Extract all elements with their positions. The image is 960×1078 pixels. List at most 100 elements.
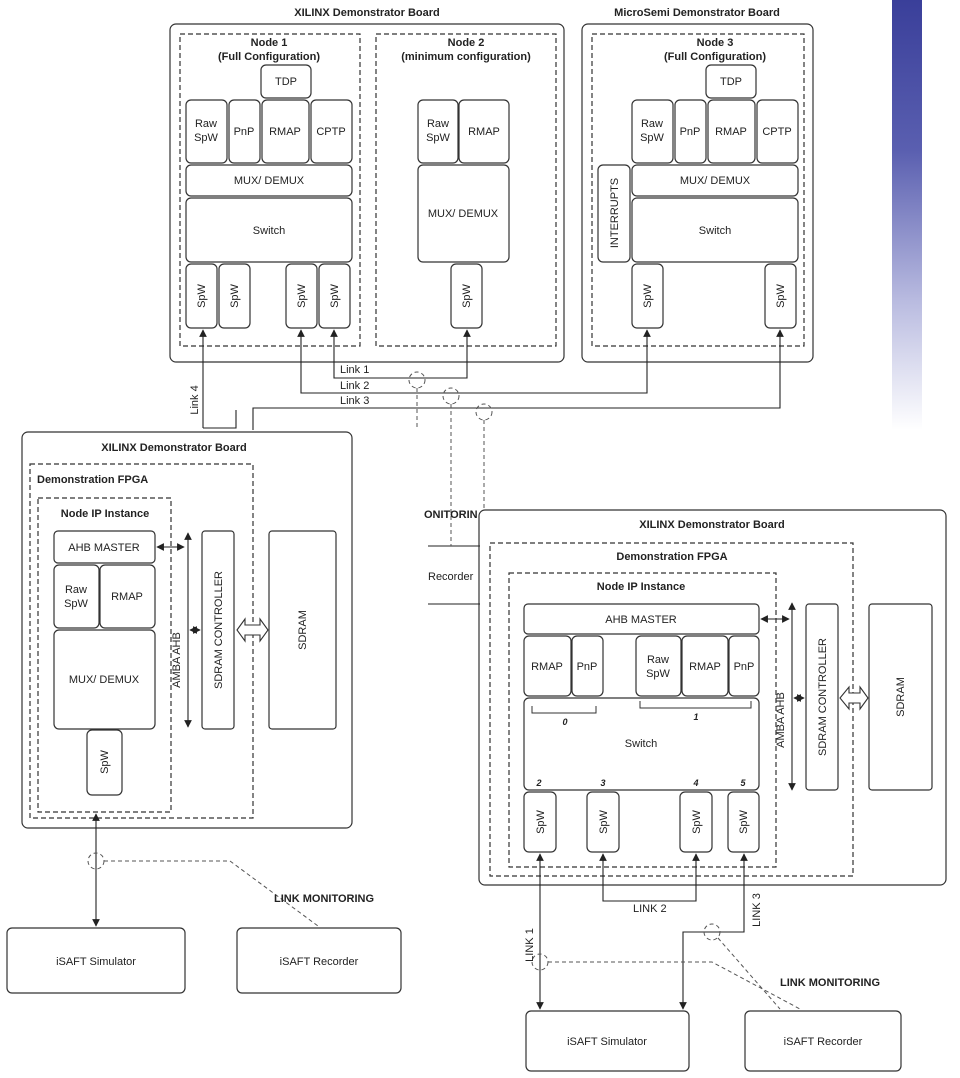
right-pnp1-label: PnP <box>734 661 755 673</box>
left-link-monitoring: LINK MONITORING <box>274 893 374 905</box>
right-spw-label: SpW <box>646 668 670 680</box>
right-link1-label: LINK 1 <box>524 928 536 962</box>
node1-switch-box <box>185 197 353 263</box>
recorder-fragment: Recorder <box>428 571 474 583</box>
node1-port-2-label: SpW <box>229 283 241 307</box>
left-xilinx-board <box>21 431 353 829</box>
node1-tdp-box <box>260 64 312 99</box>
right-recorder-label: iSAFT Recorder <box>784 1036 863 1048</box>
right-rmap1-label: RMAP <box>689 661 721 673</box>
right-port-5-label: SpW <box>738 809 750 833</box>
node1-switch-label: Switch <box>253 225 285 237</box>
right-simulator-label: iSAFT Simulator <box>567 1036 647 1048</box>
node1-rawspw-box <box>185 99 228 164</box>
left-recorder-box <box>236 927 402 994</box>
node3-raw-label: Raw <box>641 118 663 130</box>
top-xilinx-title: XILINX Demonstrator Board <box>294 7 439 19</box>
right-fpga-frame <box>489 542 854 877</box>
tap-right-link3 <box>703 923 721 941</box>
node1-rmap-box <box>261 99 310 164</box>
node2-port <box>450 263 483 329</box>
node3-rmap-box <box>707 99 756 164</box>
node3-tdp-label: TDP <box>720 76 742 88</box>
node1-title: Node 1 <box>251 37 288 49</box>
right-pnp1-box <box>728 635 760 697</box>
node3-title: Node 3 <box>697 37 734 49</box>
right-sdram-ctrl-label: SDRAM CONTROLLER <box>817 638 829 756</box>
link2-line <box>297 329 651 394</box>
right-port-2-label: SpW <box>535 809 547 833</box>
node3-port-1-label: SpW <box>642 283 654 307</box>
right-monitor-line1 <box>548 961 801 1010</box>
right-amba-label: AMBA AHB <box>775 692 787 748</box>
left-simulator-box <box>6 927 186 994</box>
link1-label: Link 1 <box>340 364 369 376</box>
left-rmap-box <box>99 564 156 629</box>
left-sdram-ctrl-box <box>201 530 235 730</box>
right-rmap0-box <box>523 635 572 697</box>
recorder-fragment-lines <box>428 545 480 605</box>
tap-link2 <box>442 387 460 405</box>
left-node-frame <box>37 497 172 813</box>
right-switch-label: Switch <box>625 738 657 750</box>
right-port-2 <box>523 791 557 853</box>
right-group1-label: 1 <box>693 712 698 722</box>
left-spw-label: SpW <box>64 598 88 610</box>
right-link2-line <box>599 853 700 902</box>
right-port-3 <box>586 791 620 853</box>
left-sdram-label: SDRAM <box>297 610 309 650</box>
node1-pnp-label: PnP <box>234 126 255 138</box>
right-rmap0-label: RMAP <box>531 661 563 673</box>
node1-spw-label: SpW <box>194 132 218 144</box>
left-port <box>86 729 123 796</box>
right-link2-label: LINK 2 <box>633 903 667 915</box>
node1-port-4-label: SpW <box>329 283 341 307</box>
top-xilinx-board <box>169 23 565 363</box>
node3-pnp-label: PnP <box>680 126 701 138</box>
right-port-3-label: SpW <box>598 809 610 833</box>
right-pnp0-box <box>571 635 604 697</box>
right-portnum-3: 3 <box>600 778 605 788</box>
node3-rawspw-box <box>631 99 674 164</box>
right-port-4-label: SpW <box>691 809 703 833</box>
left-mux-box <box>53 629 156 730</box>
node1-mux-label: MUX/ DEMUX <box>234 175 305 187</box>
left-port-label: SpW <box>99 749 111 773</box>
link2-label: Link 2 <box>340 380 369 392</box>
node3-tdp-box <box>705 64 757 99</box>
right-node-title: Node IP Instance <box>597 581 685 593</box>
left-fpga-frame <box>29 463 254 819</box>
node2-rmap-box <box>458 99 510 164</box>
node2-mux-box <box>417 164 510 263</box>
right-pnp0-label: PnP <box>577 661 598 673</box>
left-board-title: XILINX Demonstrator Board <box>101 442 246 454</box>
left-amba-label: AMBA AHB <box>171 632 183 688</box>
right-recorder-box <box>744 1010 902 1072</box>
monitoring-fragment: ONITORIN <box>424 509 478 521</box>
node1-frame <box>179 33 361 347</box>
right-portnum-5: 5 <box>740 778 746 788</box>
node1-port-1-label: SpW <box>196 283 208 307</box>
left-rmap-label: RMAP <box>111 591 143 603</box>
node1-cptp-label: CPTP <box>316 126 345 138</box>
node3-frame <box>591 33 805 347</box>
node2-subtitle: (minimum configuration) <box>401 51 531 63</box>
node3-interrupts-box <box>597 164 631 263</box>
link3-label: Link 3 <box>340 395 369 407</box>
node3-port-2 <box>764 263 797 329</box>
left-sdram-box <box>268 530 337 730</box>
right-sdram-ctrl-box <box>805 603 839 791</box>
tap-link1 <box>408 371 426 389</box>
node1-cptp-box <box>310 99 353 164</box>
accent-bar <box>892 0 922 430</box>
left-mux-label: MUX/ DEMUX <box>69 674 140 686</box>
right-portnum-2: 2 <box>535 778 541 788</box>
left-ahb-master-box <box>53 530 156 564</box>
left-fpga-title: Demonstration FPGA <box>37 474 148 486</box>
node2-rmap-label: RMAP <box>468 126 500 138</box>
left-raw-label: Raw <box>65 584 87 596</box>
node1-tdp-label: TDP <box>275 76 297 88</box>
microsemi-title: MicroSemi Demonstrator Board <box>614 7 780 19</box>
node3-port-1 <box>631 263 664 329</box>
node3-mux-label: MUX/ DEMUX <box>680 175 751 187</box>
